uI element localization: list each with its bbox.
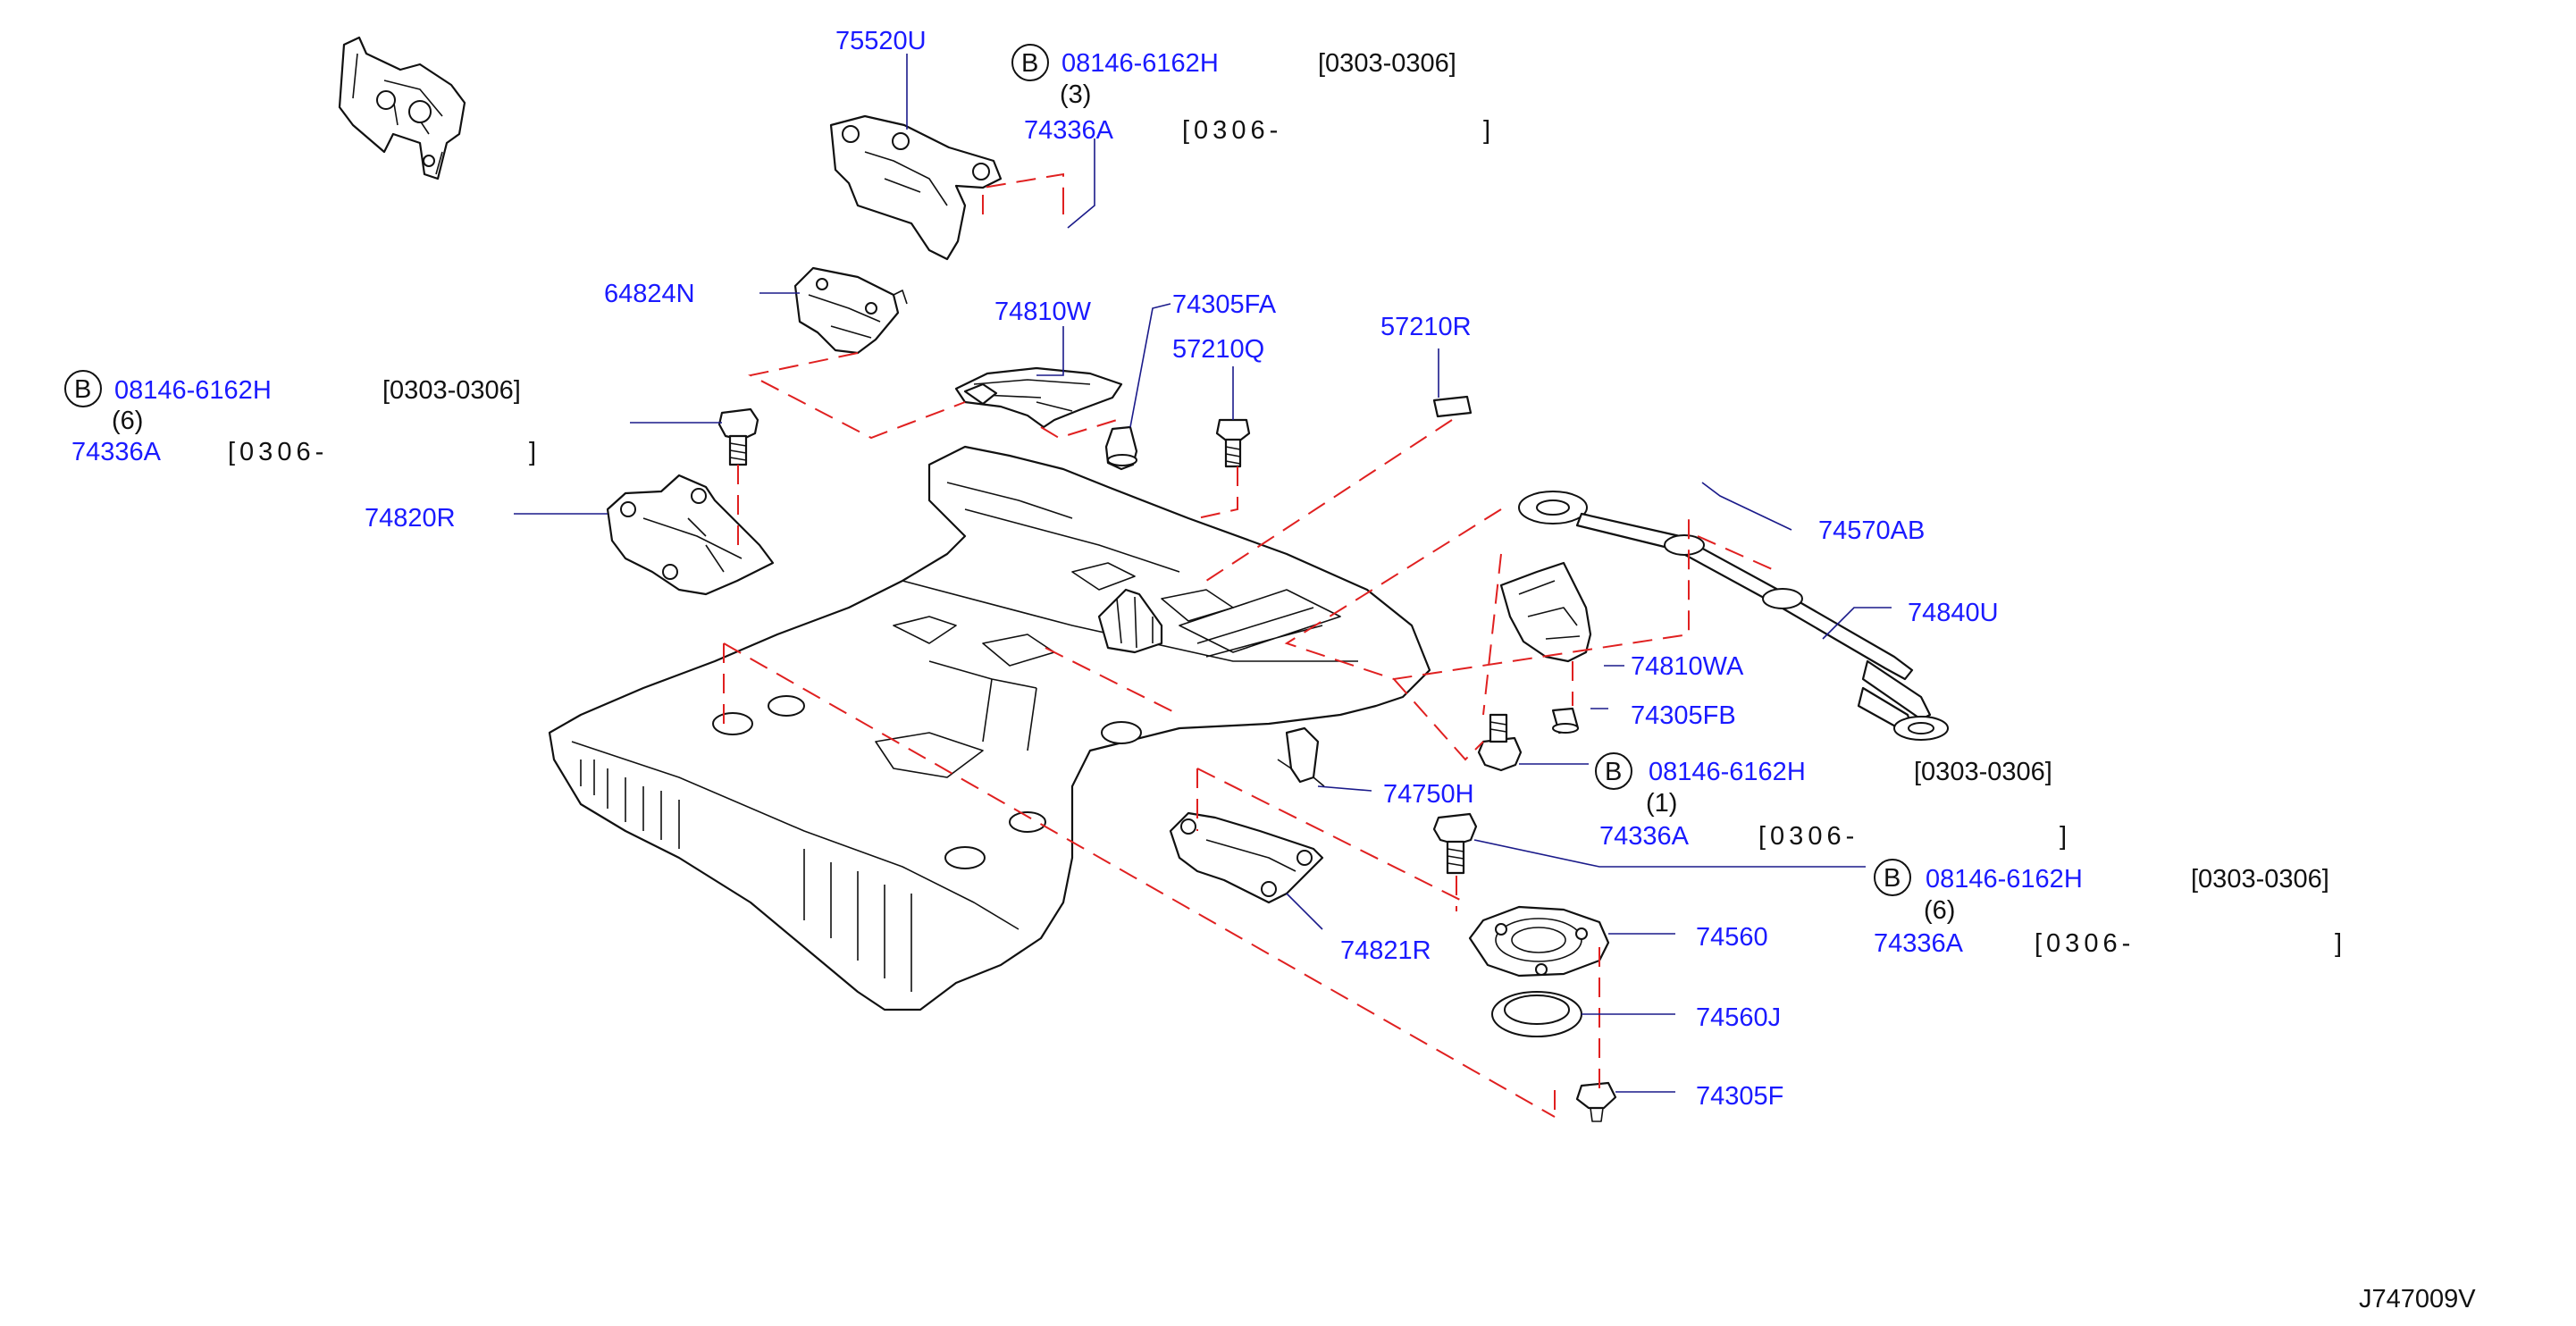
callout-08146-6162h-right: 08146-6162H bbox=[1926, 865, 2083, 894]
callout-74810w: 74810W bbox=[994, 298, 1092, 326]
bracket-close-top: ] bbox=[1483, 116, 1490, 145]
callout-74750h: 74750H bbox=[1383, 780, 1474, 809]
bolt-badge-top: B bbox=[1011, 44, 1049, 81]
shield-74810wa-icon bbox=[1499, 561, 1592, 663]
ring-74560j-icon bbox=[1491, 991, 1582, 1037]
clip-74305fa-icon bbox=[1104, 425, 1138, 471]
clip-74305f-icon bbox=[1575, 1081, 1617, 1122]
note-0303-0306-left: [0303-0306] bbox=[382, 376, 521, 405]
bolt-right-icon bbox=[1432, 812, 1478, 875]
bracket-74821r-icon bbox=[1169, 811, 1324, 904]
callout-64824n: 64824N bbox=[604, 280, 695, 308]
bracket-close-left: ] bbox=[529, 438, 536, 466]
dashed-guides bbox=[723, 172, 1779, 1118]
bolt-badge-center: B bbox=[1595, 752, 1632, 790]
bracket-74820r-icon bbox=[606, 474, 775, 596]
badge-letter: B bbox=[1021, 49, 1038, 78]
callout-75520u: 75520U bbox=[835, 27, 927, 55]
callout-74336a-right: 74336A bbox=[1874, 929, 1964, 958]
badge-letter: B bbox=[1884, 864, 1901, 893]
callout-08146-6162h-left: 08146-6162H bbox=[114, 376, 272, 405]
note-0306-right: [0306- bbox=[2035, 929, 2135, 958]
callout-74336a-left: 74336A bbox=[71, 438, 162, 466]
bolt-left-icon bbox=[717, 407, 759, 466]
callout-74840u: 74840U bbox=[1908, 599, 1999, 627]
bar-end-74840u-icon bbox=[1857, 659, 1949, 741]
note-0306-top: [0306- bbox=[1182, 116, 1282, 145]
rear-floor-panel-icon bbox=[548, 445, 1431, 1011]
bracket-75520u-icon bbox=[829, 114, 1003, 261]
bracket-74750h-icon bbox=[1277, 726, 1325, 787]
qty-3: (3) bbox=[1060, 80, 1091, 109]
crossbar-74570ab-icon bbox=[1518, 491, 1914, 681]
qty-6-right: (6) bbox=[1924, 896, 1955, 925]
badge-letter: B bbox=[74, 375, 91, 404]
diagram-id: J747009V bbox=[2359, 1285, 2476, 1313]
clip-74305fb-icon bbox=[1551, 707, 1580, 734]
leader-lines bbox=[514, 54, 1892, 1093]
bracket-close-center: ] bbox=[2060, 822, 2067, 851]
bracket-close-right: ] bbox=[2335, 929, 2342, 958]
note-0306-left: [0306- bbox=[228, 438, 328, 466]
callout-74305fb: 74305FB bbox=[1631, 701, 1736, 730]
bracket-64824n-icon bbox=[793, 266, 908, 355]
locator-view-icon bbox=[338, 36, 466, 180]
callout-57210q: 57210Q bbox=[1172, 335, 1264, 364]
tag-57210r-icon bbox=[1432, 395, 1473, 418]
note-0303-0306-right: [0303-0306] bbox=[2191, 865, 2329, 894]
note-0306-center: [0306- bbox=[1758, 822, 1859, 851]
bolt-57210q-icon bbox=[1215, 418, 1251, 468]
bolt-badge-right: B bbox=[1874, 859, 1911, 896]
bolt-center-icon bbox=[1477, 713, 1523, 772]
callout-74821r: 74821R bbox=[1340, 936, 1431, 965]
seal-plate-74560-icon bbox=[1468, 905, 1610, 978]
callout-08146-6162h-top: 08146-6162H bbox=[1061, 49, 1219, 78]
shield-74810w-icon bbox=[954, 366, 1123, 429]
callout-74810wa: 74810WA bbox=[1631, 652, 1744, 681]
callout-74336a-center: 74336A bbox=[1599, 822, 1690, 851]
line-art bbox=[338, 36, 1949, 1122]
bolt-badge-left: B bbox=[64, 370, 102, 407]
callout-08146-6162h-center: 08146-6162H bbox=[1649, 758, 1806, 786]
callout-74336a-top: 74336A bbox=[1024, 116, 1114, 145]
note-0303-0306-center: [0303-0306] bbox=[1914, 758, 2052, 786]
callout-74305f: 74305F bbox=[1696, 1082, 1783, 1111]
callout-57210r: 57210R bbox=[1380, 313, 1472, 341]
callouts: 75520U B 08146-6162H [0303-0306] (3) 743… bbox=[64, 27, 2476, 1313]
badge-letter: B bbox=[1605, 758, 1622, 786]
callout-74570ab: 74570AB bbox=[1818, 516, 1925, 545]
note-0303-0306-top: [0303-0306] bbox=[1318, 49, 1456, 78]
qty-1: (1) bbox=[1646, 789, 1677, 818]
callout-74820r: 74820R bbox=[365, 504, 456, 533]
callout-74305fa: 74305FA bbox=[1172, 290, 1277, 319]
callout-74560: 74560 bbox=[1696, 923, 1768, 952]
qty-6-left: (6) bbox=[112, 407, 143, 435]
callout-74560j: 74560J bbox=[1696, 1003, 1781, 1032]
